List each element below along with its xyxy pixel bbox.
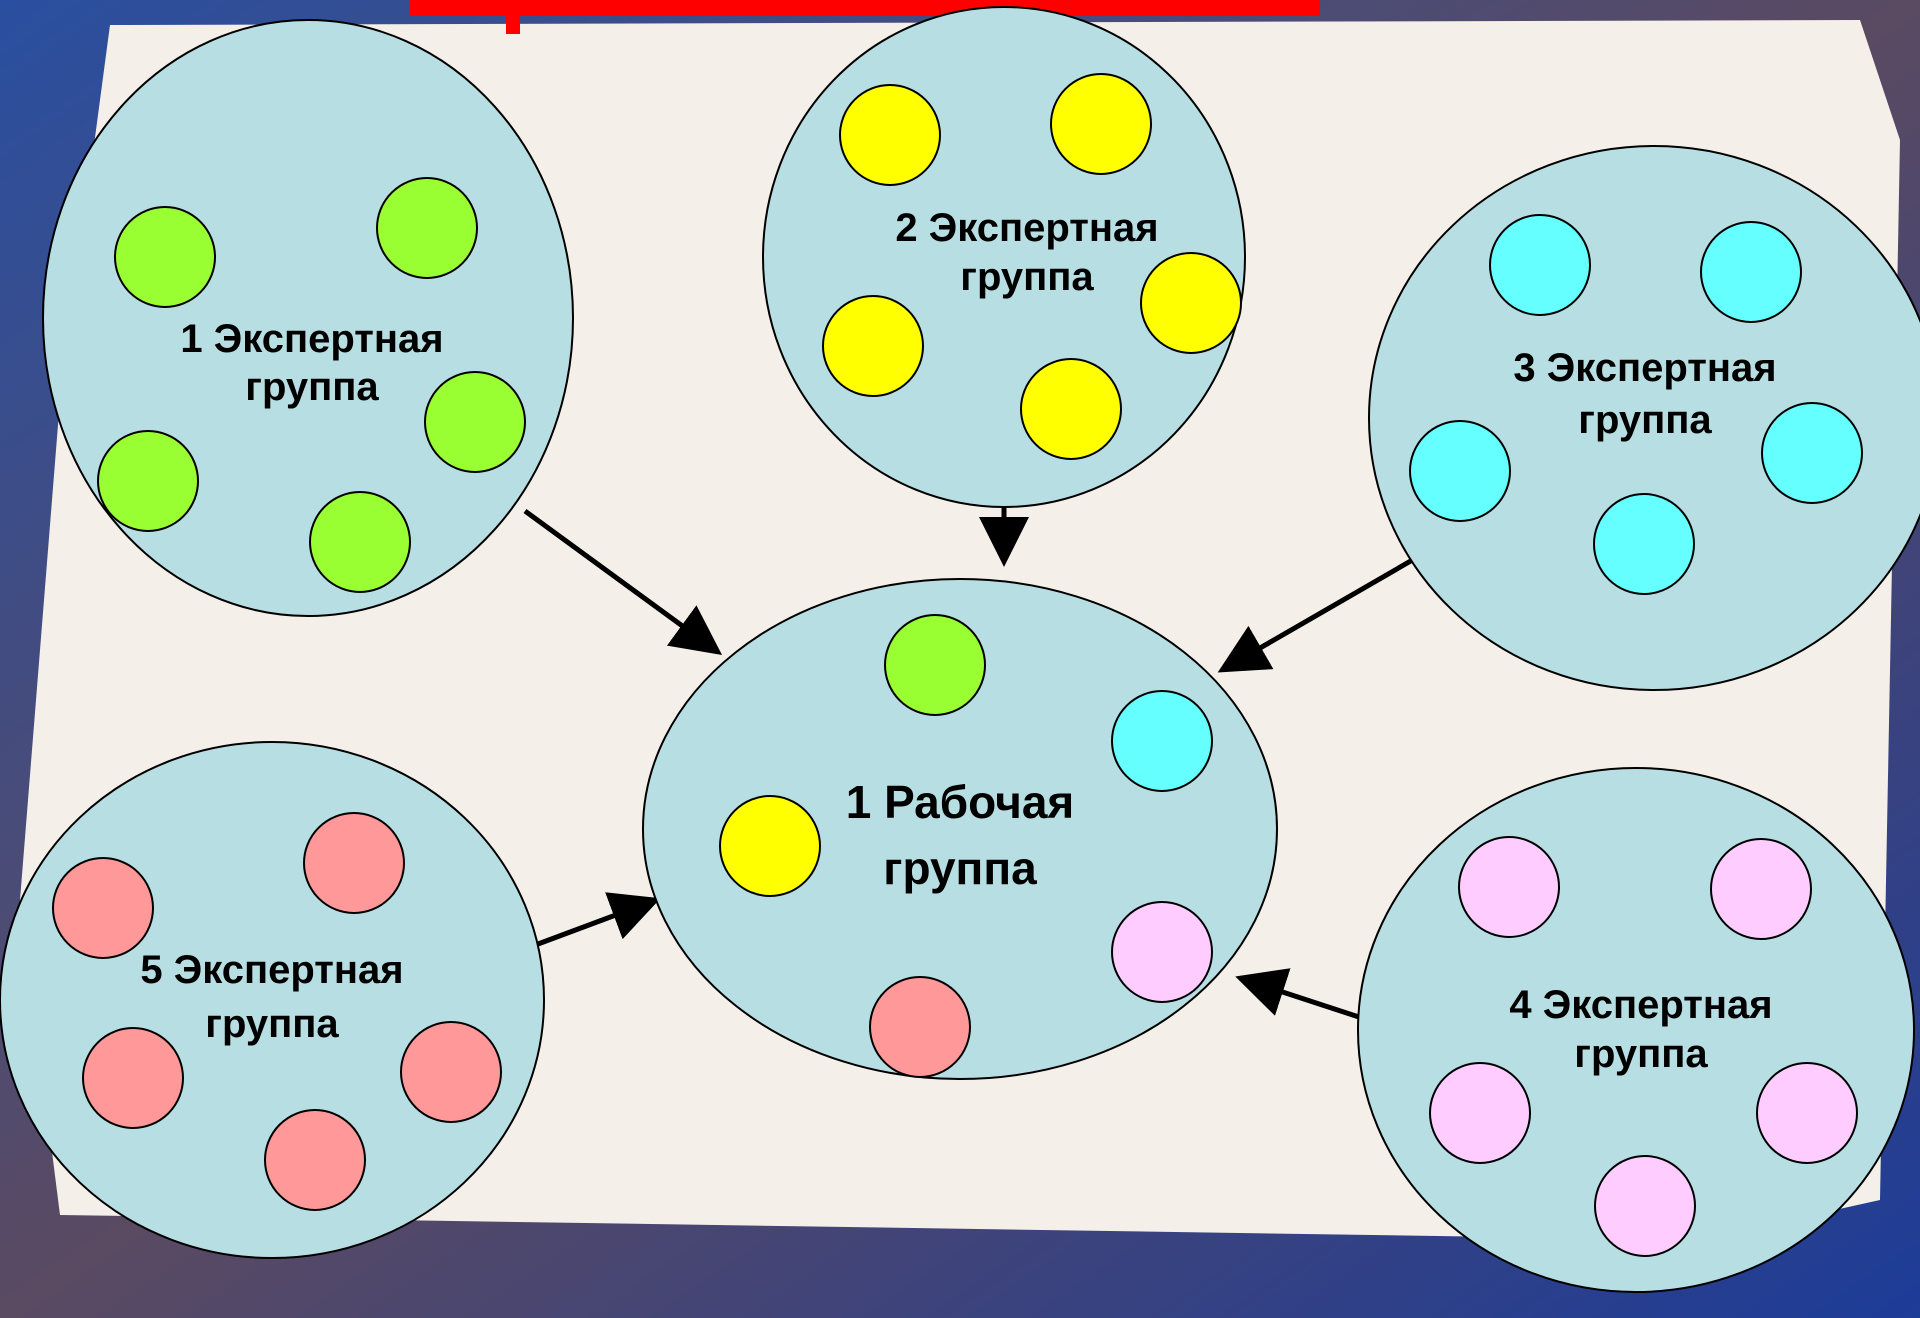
- expert-group-2-member-4: [823, 296, 923, 396]
- working-group-member-4: [1112, 902, 1212, 1002]
- expert-group-4-label-line2: группа: [1574, 1032, 1708, 1076]
- expert-group-4-member-5: [1595, 1156, 1695, 1256]
- expert-group-5-label-line1: 5 Экспертная: [140, 948, 403, 992]
- expert-group-4-member-3: [1757, 1063, 1857, 1163]
- expert-group-1-member-1: [115, 207, 215, 307]
- working-group-member-3: [720, 796, 820, 896]
- expert-group-3-member-2: [1701, 222, 1801, 322]
- working-group-member-2: [1112, 691, 1212, 791]
- expert-group-3-label-line2: группа: [1578, 398, 1712, 442]
- expert-group-5-member-5: [265, 1110, 365, 1210]
- expert-group-1-member-4: [98, 431, 198, 531]
- expert-group-5: 5 Экспертная группа: [0, 742, 544, 1258]
- expert-group-2-member-2: [1051, 74, 1151, 174]
- expert-group-2-member-3: [1141, 253, 1241, 353]
- expert-group-3-member-3: [1762, 403, 1862, 503]
- expert-group-4-member-2: [1711, 839, 1811, 939]
- expert-group-5-member-3: [401, 1022, 501, 1122]
- expert-group-4-member-1: [1459, 837, 1559, 937]
- expert-group-1-member-3: [425, 372, 525, 472]
- expert-group-5-member-4: [83, 1028, 183, 1128]
- expert-group-3-member-4: [1410, 421, 1510, 521]
- expert-group-4-member-4: [1430, 1063, 1530, 1163]
- expert-group-3-member-5: [1594, 494, 1694, 594]
- expert-group-2-member-1: [840, 85, 940, 185]
- expert-group-5-member-2: [304, 813, 404, 913]
- working-group-label-line1: 1 Рабочая: [846, 776, 1075, 828]
- expert-group-2-label-line1: 2 Экспертная: [895, 206, 1158, 250]
- expert-group-1-member-5: [310, 492, 410, 592]
- expert-group-2-label-line2: группа: [960, 255, 1094, 299]
- title-underline: [410, 0, 1320, 16]
- expert-group-3: 3 Экспертная группа: [1369, 146, 1920, 690]
- expert-group-2: 2 Экспертная группа: [763, 7, 1245, 507]
- title-underline-tick: [506, 0, 520, 34]
- working-group-member-5: [870, 977, 970, 1077]
- expert-group-1-label-line2: группа: [245, 365, 379, 409]
- working-group-member-1: [885, 615, 985, 715]
- expert-group-5-label-line2: группа: [205, 1002, 339, 1046]
- expert-group-2-member-5: [1021, 359, 1121, 459]
- expert-group-3-label-line1: 3 Экспертная: [1513, 346, 1776, 390]
- working-group-label-line2: группа: [883, 842, 1037, 894]
- expert-group-5-member-1: [53, 858, 153, 958]
- expert-group-1-member-2: [377, 178, 477, 278]
- expert-group-4-label-line1: 4 Экспертная: [1509, 983, 1772, 1027]
- expert-group-1-label-line1: 1 Экспертная: [180, 317, 443, 361]
- expert-group-4: 4 Экспертная группа: [1358, 768, 1914, 1292]
- expert-group-3-member-1: [1490, 215, 1590, 315]
- working-group: 1 Рабочая группа: [643, 579, 1277, 1079]
